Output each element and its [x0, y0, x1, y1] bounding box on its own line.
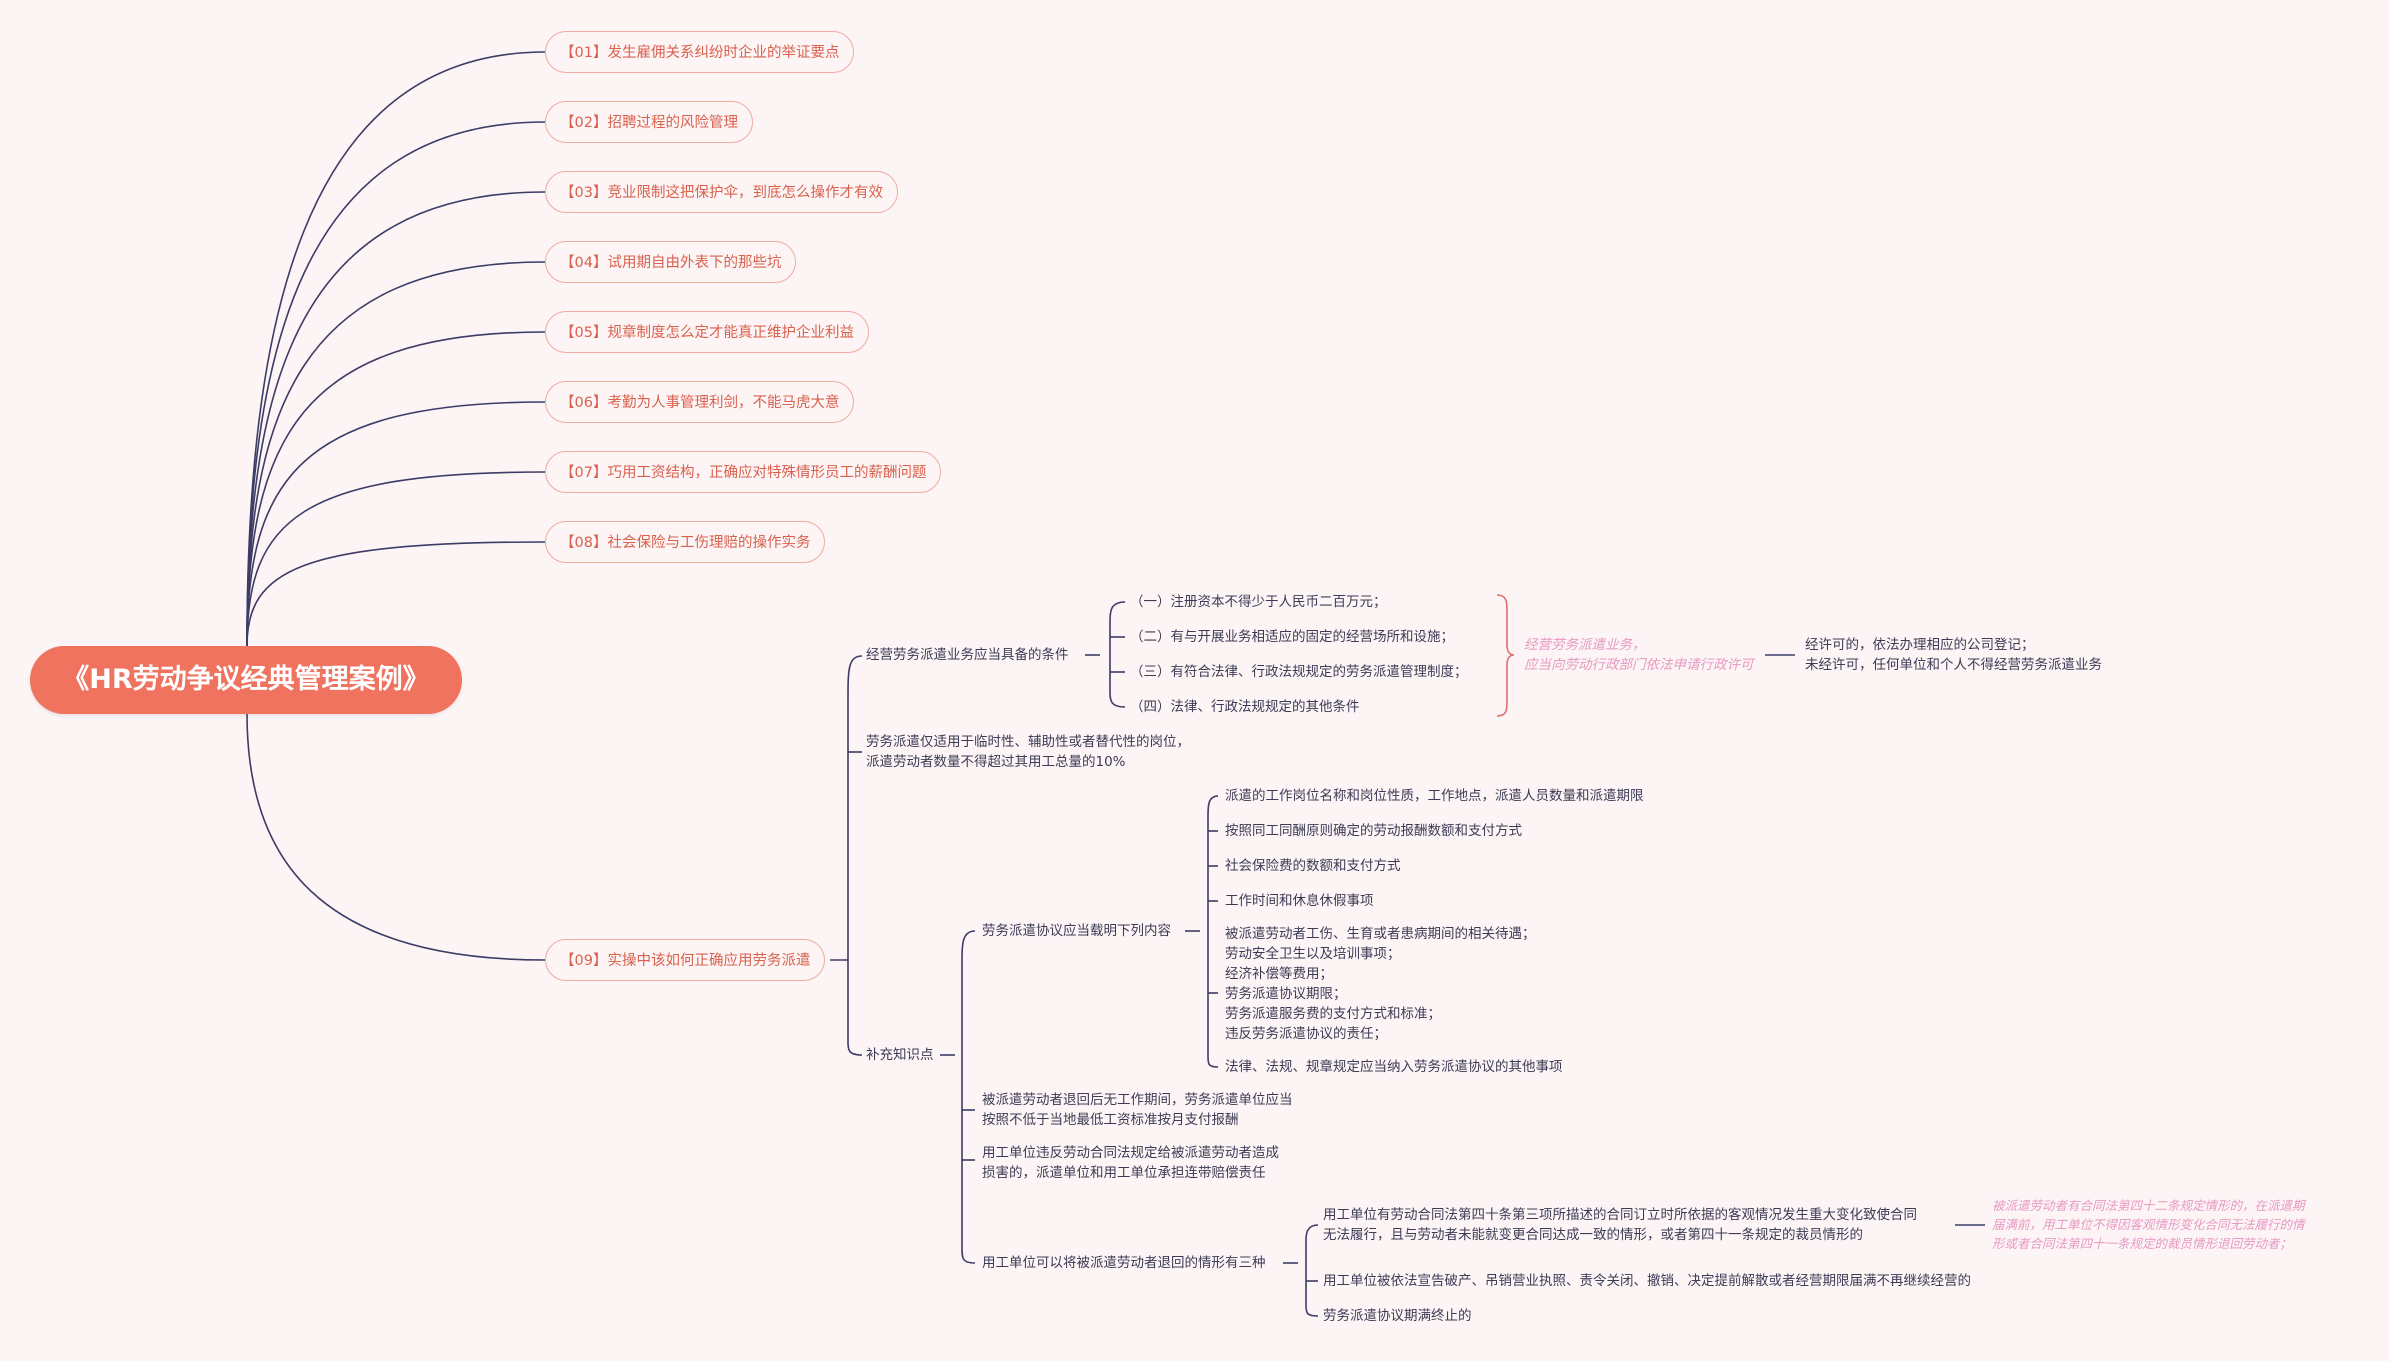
license-note: 经营劳务派遣业务， 应当向劳动行政部门依法申请行政许可 [1524, 637, 1754, 673]
condition-item-4[interactable]: （四）法律、行政法规规定的其他条件 [1130, 699, 1360, 715]
chapter-08[interactable]: 【08】社会保险与工伤理赔的操作实务 [545, 521, 826, 563]
agreement-item-4[interactable]: 工作时间和休息休假事项 [1225, 893, 1374, 909]
chapter-05[interactable]: 【05】规章制度怎么定才能真正维护企业利益 [545, 311, 869, 353]
agreement-item-1[interactable]: 派遣的工作岗位名称和岗位性质，工作地点，派遣人员数量和派遣期限 [1225, 788, 1644, 804]
condition-item-1[interactable]: （一）注册资本不得少于人民币二百万元； [1130, 594, 1387, 610]
return-item-2[interactable]: 用工单位被依法宣告破产、吊销营业执照、责令关闭、撤销、决定提前解散或者经营期限届… [1323, 1273, 1971, 1289]
idle-pay-note[interactable]: 被派遣劳动者退回后无工作期间，劳务派遣单位应当 按照不低于当地最低工资标准按月支… [982, 1092, 1293, 1128]
chapter-01[interactable]: 【01】发生雇佣关系纠纷时企业的举证要点 [545, 31, 855, 73]
liability-note[interactable]: 用工单位违反劳动合同法规定给被派遣劳动者造成 损害的，派遣单位和用工单位承担连带… [982, 1145, 1279, 1181]
return-item-3[interactable]: 劳务派遣协议期满终止的 [1323, 1308, 1472, 1324]
condition-item-2[interactable]: （二）有与开展业务相适应的固定的经营场所和设施； [1130, 629, 1454, 645]
chapter-04[interactable]: 【04】试用期自由外表下的那些坑 [545, 241, 797, 283]
chapter-09[interactable]: 【09】实操中该如何正确应用劳务派遣 [545, 939, 826, 981]
root-topic[interactable]: 《HR劳动争议经典管理案例》 [30, 646, 462, 714]
agreement-item-5[interactable]: 被派遣劳动者工伤、生育或者患病期间的相关待遇； 劳动安全卫生以及培训事项； 经济… [1225, 926, 1536, 1042]
agreement-item-2[interactable]: 按照同工同酬原则确定的劳动报酬数额和支付方式 [1225, 823, 1522, 839]
agreement-label[interactable]: 劳务派遣协议应当载明下列内容 [982, 923, 1171, 939]
return-label[interactable]: 用工单位可以将被派遣劳动者退回的情形有三种 [982, 1255, 1266, 1271]
condition-item-3[interactable]: （三）有符合法律、行政法规规定的劳务派遣管理制度； [1130, 664, 1468, 680]
chapter-03[interactable]: 【03】竞业限制这把保护伞，到底怎么操作才有效 [545, 171, 898, 213]
supplement-label[interactable]: 补充知识点 [866, 1047, 934, 1063]
return-item-1[interactable]: 用工单位有劳动合同法第四十条第三项所描述的合同订立时所依据的客观情况发生重大变化… [1323, 1207, 1917, 1243]
return-note: 被派遣劳动者有合同法第四十二条规定情形的，在派遣期 届满前，用工单位不得因客观情… [1992, 1198, 2305, 1251]
chapter-02[interactable]: 【02】招聘过程的风险管理 [545, 101, 753, 143]
conditions-label[interactable]: 经营劳务派遣业务应当具备的条件 [866, 647, 1069, 663]
chapter-07[interactable]: 【07】巧用工资结构，正确应对特殊情形员工的薪酬问题 [545, 451, 942, 493]
agreement-item-6[interactable]: 法律、法规、规章规定应当纳入劳务派遣协议的其他事项 [1225, 1059, 1563, 1075]
chapter-06[interactable]: 【06】考勤为人事管理利剑，不能马虎大意 [545, 381, 855, 423]
license-result[interactable]: 经许可的，依法办理相应的公司登记； 未经许可，任何单位和个人不得经营劳务派遣业务 [1805, 637, 2102, 673]
agreement-item-3[interactable]: 社会保险费的数额和支付方式 [1225, 858, 1401, 874]
scope-note[interactable]: 劳务派遣仅适用于临时性、辅助性或者替代性的岗位， 派遣劳动者数量不得超过其用工总… [866, 734, 1190, 770]
